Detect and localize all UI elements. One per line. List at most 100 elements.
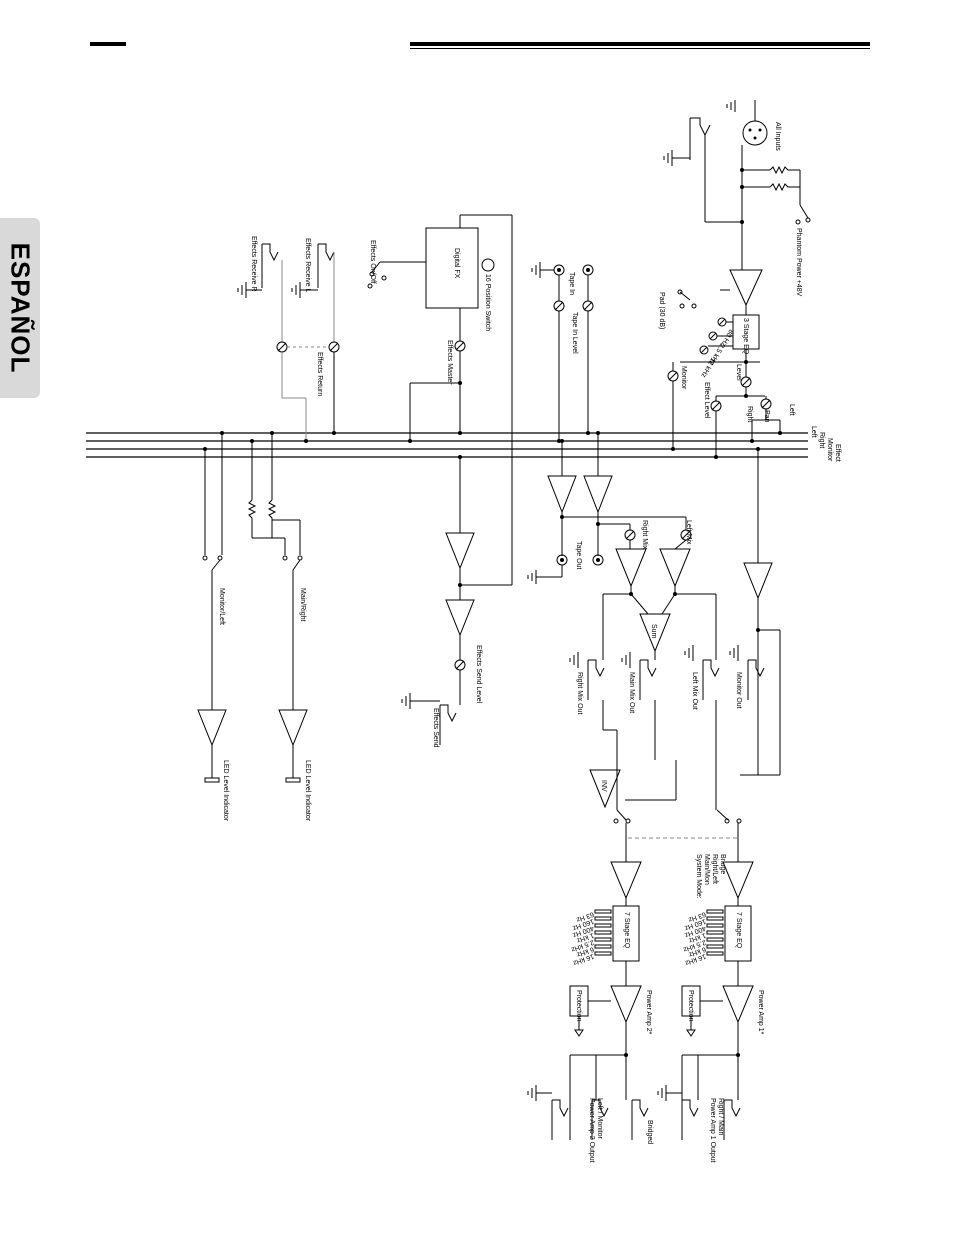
rotary-switch-icon bbox=[481, 258, 495, 272]
phantom-label: Phantom Power +48V bbox=[795, 228, 802, 297]
main-mix-out-jack-icon bbox=[639, 659, 657, 700]
ground-icon bbox=[726, 100, 736, 112]
amp1-output-sublabel: Right / Main bbox=[717, 1098, 724, 1135]
ground-icon bbox=[237, 282, 247, 298]
effects-send-buffer-icon bbox=[445, 532, 475, 570]
amp2-output-jack-icon bbox=[551, 1099, 569, 1140]
right-mix-out-jack-icon bbox=[587, 659, 605, 700]
led-bar-icon bbox=[285, 777, 301, 783]
right-mix-label: Right Mix bbox=[641, 520, 648, 550]
tape-out-buffer-icon bbox=[583, 475, 613, 514]
ground-icon bbox=[663, 150, 673, 166]
bus-label-monitor: Monitor bbox=[826, 438, 833, 462]
meter-amp-right-icon bbox=[278, 709, 308, 747]
effect-level-label: Effect Level bbox=[703, 382, 710, 419]
rca-jack-icon bbox=[592, 554, 604, 566]
pad-label: Pad (30 dB) bbox=[658, 292, 665, 329]
effects-onoff-label: Effects On/Off bbox=[369, 240, 376, 284]
eq7-label-amp1: 7 Stage EQ bbox=[735, 912, 742, 949]
header-rule-short bbox=[90, 42, 126, 46]
power-amp-1-icon bbox=[722, 985, 754, 1024]
effects-receive-r-label: Effects Receive R bbox=[250, 236, 257, 292]
tape-section: Tape In Tape In Level Tape Out bbox=[527, 262, 613, 584]
output-section: System Mode: Main/Mon Right/Left Bridge … bbox=[527, 854, 764, 1163]
ground-icon bbox=[527, 1085, 537, 1101]
tape-in-level-label: Tape In Level bbox=[571, 312, 578, 354]
left-mix-amp-icon bbox=[659, 548, 691, 588]
effects-receive-l-label: Effects Receive L bbox=[304, 238, 311, 292]
effects-master-label: Effects Master bbox=[446, 340, 453, 385]
amp1-input-buffer-icon bbox=[722, 861, 754, 900]
eq7-sliders-amp2 bbox=[594, 909, 612, 956]
effects-section: Digital FX 16 Position Switch Effects On… bbox=[237, 214, 513, 748]
led-indicator-left-label: LED Level Indicator bbox=[222, 760, 229, 822]
ground-icon bbox=[569, 652, 579, 668]
monitor-out-jack-icon bbox=[747, 659, 765, 700]
ground-icon bbox=[729, 645, 739, 661]
amp2-output-label: Power Amp 2 Output bbox=[588, 1098, 595, 1163]
quarter-inch-jack-icon bbox=[689, 117, 711, 160]
bridged-output-jack-icon bbox=[631, 1099, 649, 1140]
sum-amp-icon bbox=[639, 613, 671, 653]
bridged-label: Bridged bbox=[646, 1120, 653, 1144]
monitor-amp-icon bbox=[743, 562, 773, 600]
effects-send-amp-icon bbox=[445, 599, 475, 637]
amp2-input-buffer-icon bbox=[610, 861, 642, 900]
all-inputs-label: All Inputs bbox=[774, 122, 781, 151]
ground-icon bbox=[657, 1085, 667, 1101]
protection-label-amp2: Protection bbox=[575, 990, 582, 1022]
effects-send-label: Effects Send bbox=[432, 708, 439, 748]
ground-icon bbox=[684, 645, 694, 661]
main-mix-out-label: Main Mix Out bbox=[628, 672, 635, 713]
eq7-box-amp2 bbox=[612, 905, 640, 962]
amp2-output-sublabel: Left / Monitor bbox=[596, 1098, 603, 1140]
language-tab bbox=[0, 218, 40, 398]
ground-icon bbox=[621, 652, 631, 668]
monitor-label: Monitor bbox=[680, 366, 687, 390]
system-mode-main-mon: Main/Mon bbox=[703, 854, 710, 885]
meter-amp-left-icon bbox=[197, 709, 227, 747]
eq-band-12khz: 12 kHz bbox=[699, 356, 716, 379]
bus-label-effect: Effect bbox=[834, 444, 841, 462]
tape-out-label: Tape Out bbox=[575, 541, 582, 569]
power-amp-2-label: Power Amp 2* bbox=[645, 990, 652, 1035]
led-bar-icon bbox=[204, 777, 220, 783]
eq7-sliders-amp1 bbox=[706, 909, 724, 956]
bus-label-left: Left bbox=[810, 426, 817, 438]
header-rule-long-thin bbox=[410, 48, 870, 49]
amp1-output-jack-icon bbox=[723, 1099, 741, 1140]
main-right-label: Main/Right bbox=[299, 588, 306, 622]
meter-section: Monitor/Left Main/Right LED Level Indica… bbox=[197, 433, 311, 822]
amp2-output-jack-icon bbox=[591, 1099, 609, 1140]
monitor-out-label: Monitor Out bbox=[735, 672, 742, 709]
bus-labels: Left Right Monitor Effect bbox=[810, 426, 841, 462]
pan-right-label: Right bbox=[746, 406, 753, 422]
system-mode-label: System Mode: bbox=[695, 854, 702, 899]
input-eq-label: 3 Stage EQ bbox=[742, 318, 749, 355]
effects-receive-r-jack-icon bbox=[261, 243, 279, 288]
ground-icon bbox=[401, 693, 411, 709]
bus-label-right: Right bbox=[818, 432, 825, 448]
effects-send-level-label: Effects Send Level bbox=[475, 645, 482, 704]
system-mode-right-left: Right/Left bbox=[711, 854, 718, 884]
protection-label-amp1: Protection bbox=[687, 990, 694, 1022]
eq7-bands-amp1: 63 Hz 160 Hz 400 Hz 1 kHz 2.5 kHz 6 kHz … bbox=[682, 910, 707, 966]
preamp-icon bbox=[729, 269, 763, 307]
digital-fx-box bbox=[425, 227, 479, 309]
monitor-left-label: Monitor/Left bbox=[218, 588, 225, 625]
eq7-box-amp1 bbox=[724, 905, 752, 962]
power-amp-2-icon bbox=[610, 985, 642, 1024]
header-rule-long bbox=[410, 42, 870, 46]
amp1-output-jack-icon bbox=[681, 1099, 699, 1140]
left-mix-out-jack-icon bbox=[702, 659, 720, 700]
amp1-output-label: Power Amp 1 Output bbox=[709, 1098, 716, 1163]
inv-label: INV bbox=[600, 780, 607, 792]
eq7-label-amp2: 7 Stage EQ bbox=[623, 912, 630, 949]
left-mix-out-label: Left Mix Out bbox=[691, 672, 698, 710]
junction-dots bbox=[203, 168, 782, 1057]
tape-in-label: Tape In bbox=[568, 272, 575, 295]
power-amp-1-label: Power Amp 1* bbox=[757, 990, 764, 1035]
input-channel: 3 Stage EQ 80 Hz 2.5 kHz 12 kHz Level Mo… bbox=[658, 100, 811, 457]
